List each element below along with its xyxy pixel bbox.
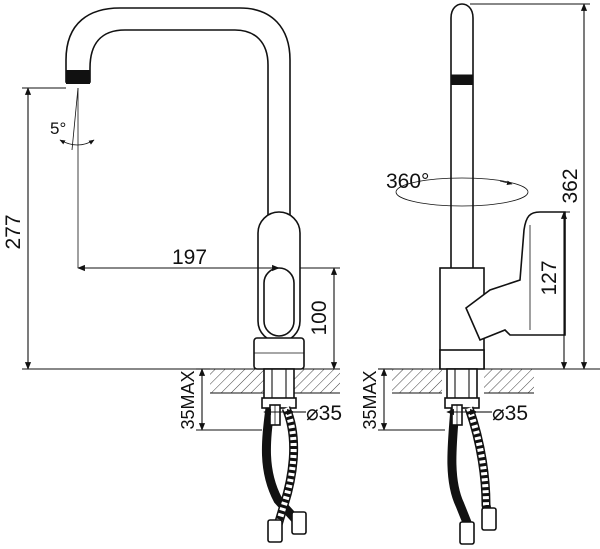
front-view: 277 5° 197 100 35MAX ⌀35 [2,7,342,543]
front-reach-label: 197 [172,246,207,269]
side-total-height-label: 362 [559,168,582,203]
side-hose-fitting-left [459,521,475,545]
front-base [253,337,305,370]
front-countertop-hatch-left [210,369,268,393]
front-height-label: 277 [2,214,25,249]
front-spout [65,7,291,216]
side-handle-height-label: 127 [538,260,561,295]
front-spout-angle-label: 5° [50,119,66,138]
front-handle-height-label: 100 [308,300,331,335]
front-hose-fitting-left [267,519,283,543]
front-spout-tip [66,70,90,84]
side-rotation-ellipse [395,177,529,207]
side-rotation-label: 360° [386,170,429,193]
front-handle [263,267,295,337]
side-hose-fitting-right [481,507,497,531]
front-mount-depth-label: 35MAX [178,370,198,429]
side-mount-depth-label: 35MAX [360,370,380,429]
side-countertop-hatch-left [392,369,442,393]
front-countertop-hatch-right [290,369,340,393]
side-countertop-hatch-right [484,369,534,393]
front-hose-fitting-right [291,511,307,535]
side-base [439,349,485,370]
side-handle-lever [465,211,566,342]
front-hole-diameter-label: ⌀35 [306,402,342,425]
side-hole-diameter-label: ⌀35 [492,402,528,425]
side-view: 360° 362 127 35MAX ⌀35 [360,3,600,545]
side-spout-column [450,3,474,273]
